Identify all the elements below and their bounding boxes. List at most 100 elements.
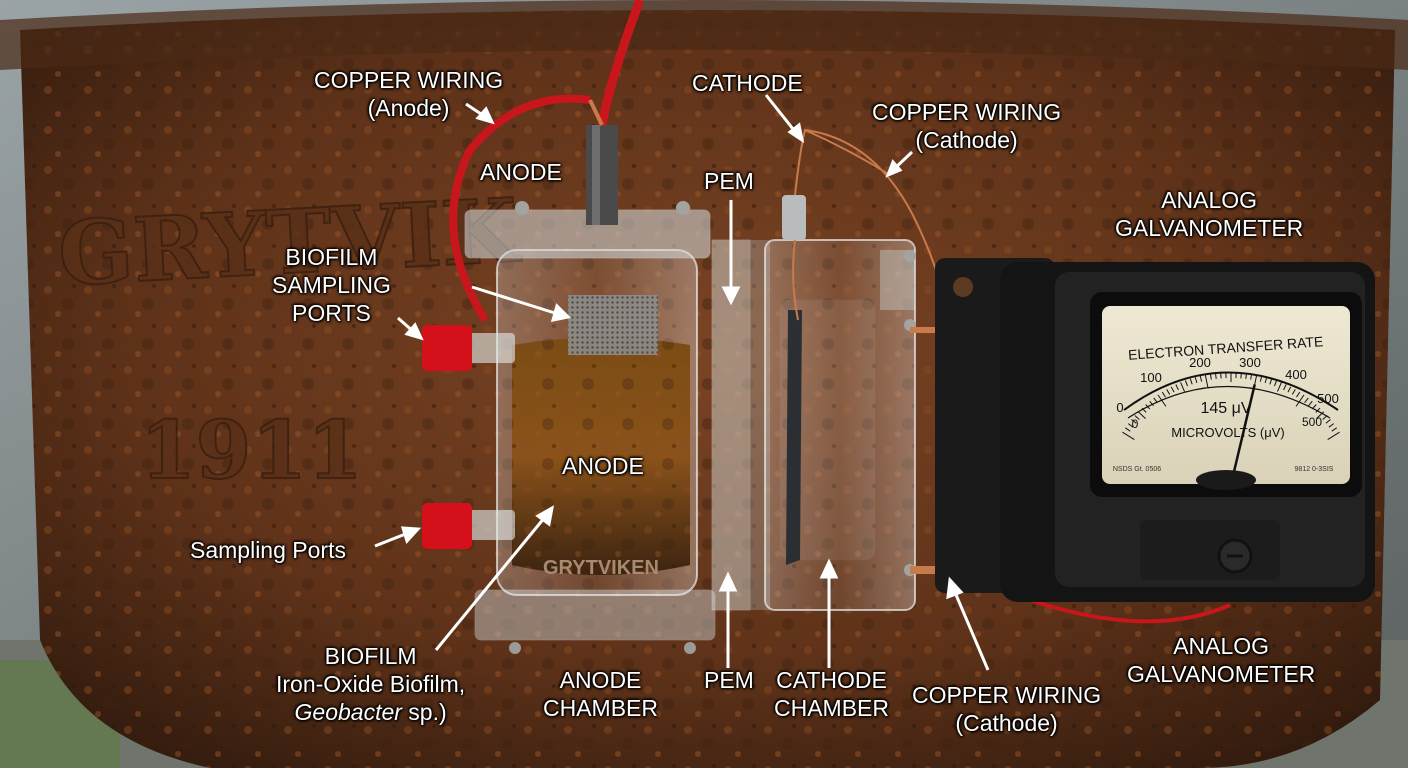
meter-tick — [1322, 415, 1328, 420]
label-biofilm-genus: Geobacter — [294, 699, 402, 725]
meter-tick — [1283, 384, 1287, 391]
meter-needle — [1230, 384, 1256, 481]
label-analog-galvanometer-top-line1: ANALOG — [1161, 187, 1258, 213]
label-biofilm-line1: BIOFILM — [324, 643, 417, 669]
meter-tick — [1189, 378, 1193, 385]
meter-tick — [1315, 407, 1321, 413]
label-analog-galvanometer-top-line2: GALVANOMETER — [1115, 215, 1304, 241]
label-copper-wiring-cathode-top: COPPER WIRING (Cathode) — [872, 98, 1061, 154]
pot-embossed-year: 1911 — [140, 403, 363, 497]
meter-tick-label-100: 100 — [1140, 370, 1162, 385]
meter-tick — [1209, 373, 1212, 380]
meter-tick — [1180, 382, 1185, 392]
label-pem-top: PEM — [704, 168, 754, 194]
meter-lower-scale-left: 0 — [1132, 417, 1139, 431]
label-copper-wiring-cathode-bottom-line1: COPPER WIRING — [912, 682, 1102, 708]
meter-tick — [1331, 427, 1337, 432]
label-analog-galvanometer-top: ANALOG GALVANOMETER — [1115, 186, 1303, 242]
meter-tick — [1127, 423, 1134, 428]
label-sampling-ports: Sampling Ports — [190, 537, 346, 563]
label-biofilm-sampling-ports: BIOFILM SAMPLING PORTS — [272, 243, 391, 327]
label-analog-galvanometer-bottom-line2: GALVANOMETER — [1127, 661, 1316, 687]
label-biofilm-species: sp.) — [401, 699, 447, 725]
meter-tick — [1325, 419, 1331, 424]
meter-tick — [1170, 386, 1175, 393]
meter-fine-print-left: NSDS Gt. 0506 — [1113, 466, 1161, 473]
label-copper-wiring-cathode-top-line1: COPPER WIRING — [872, 99, 1062, 125]
meter-tick — [1291, 389, 1296, 395]
meter-tick — [1131, 419, 1137, 424]
label-cathode-chamber: CATHODE CHAMBER — [774, 666, 889, 722]
meter-tick — [1157, 394, 1167, 407]
meter-tick — [1245, 372, 1248, 379]
meter-tick — [1308, 400, 1313, 407]
meter-tick — [1122, 431, 1135, 441]
meter-tick-label-500: 500 — [1317, 391, 1339, 406]
label-biofilm-line3: Geobacter sp.) — [276, 698, 465, 726]
label-anode-chamber-line1: ANODE — [559, 667, 642, 693]
label-copper-wiring-anode: COPPER WIRING (Anode) — [314, 66, 503, 122]
meter-tick — [1327, 431, 1340, 441]
label-anode-chamber: ANODE CHAMBER — [543, 666, 658, 722]
label-copper-wiring-cathode-bottom: COPPER WIRING (Cathode) — [912, 681, 1101, 737]
meter-tick — [1137, 411, 1146, 419]
meter-tick — [1125, 427, 1131, 432]
meter-tick — [1328, 423, 1335, 428]
annotation-arrows — [374, 94, 990, 671]
meter-tick — [1259, 375, 1263, 382]
meter-tick — [1166, 389, 1171, 395]
label-copper-wiring-cathode-bottom-line2: (Cathode) — [955, 710, 1058, 736]
label-copper-wiring-cathode-top-line2: (Cathode) — [915, 127, 1018, 153]
meter-lower-scale-right: 500 — [1302, 415, 1322, 429]
meter-tick — [1304, 397, 1309, 404]
meter-tick — [1250, 373, 1253, 380]
label-analog-galvanometer-bottom: ANALOG GALVANOMETER — [1127, 632, 1315, 688]
label-cathode-chamber-line1: CATHODE — [776, 667, 887, 693]
meter-tick-label-300: 300 — [1239, 355, 1261, 370]
meter-tick — [1295, 394, 1305, 407]
meter-tick — [1311, 404, 1317, 410]
meter-tick — [1145, 404, 1151, 410]
meter-tick — [1194, 376, 1198, 384]
meter-tick — [1204, 374, 1209, 389]
label-cathode-chamber-line2: CHAMBER — [774, 695, 890, 721]
label-copper-wiring-anode-line1: COPPER WIRING — [314, 67, 504, 93]
meter-scale-ticks — [1122, 372, 1340, 441]
label-anode-top: ANODE — [480, 159, 562, 185]
meter-tick — [1184, 380, 1188, 387]
label-biofilm-sampling-ports-line3: PORTS — [292, 300, 371, 326]
meter-tick — [1161, 391, 1166, 398]
meter-reading: 145 μV — [1200, 400, 1251, 417]
label-biofilm-line2: Iron-Oxide Biofilm, — [276, 671, 466, 697]
label-cathode-top: CATHODE — [692, 70, 803, 96]
label-pem-bottom: PEM — [704, 667, 754, 693]
meter-tick — [1134, 415, 1140, 420]
meter-tick — [1199, 375, 1203, 382]
label-biofilm-sampling-ports-line2: SAMPLING — [272, 272, 391, 298]
meter-unit-label: MICROVOLTS (μV) — [1171, 425, 1284, 440]
meter-tick — [1175, 384, 1179, 391]
pot-embossed-name: GRYTVIK — [56, 178, 524, 306]
meter-tick — [1287, 386, 1292, 393]
label-biofilm: BIOFILM Iron-Oxide Biofilm, Geobacter sp… — [276, 642, 465, 726]
meter-tick-label-200: 200 — [1189, 355, 1211, 370]
meter-tick — [1296, 391, 1301, 398]
meter-fine-print-right: 9812 0-3SIS — [1295, 466, 1334, 473]
meter-tick — [1153, 397, 1158, 404]
meter-tick — [1269, 378, 1273, 385]
meter-tick-label-0: 0 — [1116, 400, 1123, 415]
label-biofilm-sampling-ports-line1: BIOFILM — [285, 244, 378, 270]
meter-tick — [1264, 376, 1268, 384]
meter-tick-label-400: 400 — [1285, 367, 1307, 382]
label-copper-wiring-anode-line2: (Anode) — [367, 95, 450, 121]
meter-tick — [1277, 382, 1282, 392]
meter-tick — [1274, 380, 1278, 387]
label-anode-chamber-line2: CHAMBER — [543, 695, 659, 721]
chamber-embossed-name: GRYTVIKEN — [543, 557, 659, 579]
meter-tick — [1141, 407, 1147, 413]
meter-tick — [1149, 400, 1154, 407]
meter-tick — [1316, 411, 1325, 419]
label-anode-mid: ANODE — [562, 453, 644, 479]
